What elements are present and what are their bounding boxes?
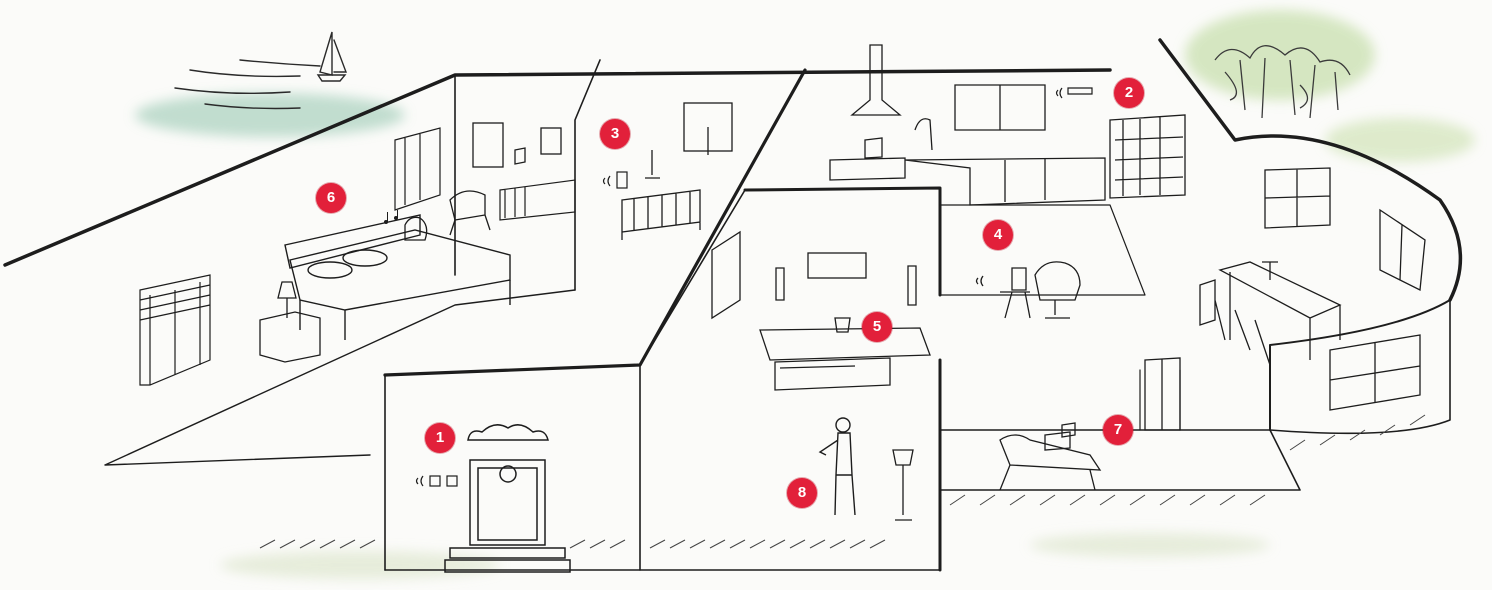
door-icon (445, 425, 570, 572)
door-sensor-icon (417, 476, 458, 486)
curved-window-icon (1265, 168, 1425, 410)
sofa-icon (760, 318, 930, 390)
smoke-detector-icon (1057, 88, 1093, 98)
marker-2[interactable]: 2 (1114, 78, 1144, 108)
lounger-icon (1000, 423, 1100, 490)
baby-monitor-icon (604, 172, 628, 188)
marker-8[interactable]: 8 (787, 478, 817, 508)
marker-1[interactable]: 1 (425, 423, 455, 453)
speaker-icon (776, 266, 1030, 318)
night-window-icon (684, 103, 732, 155)
shelf-icon (500, 180, 575, 220)
marker-5[interactable]: 5 (862, 312, 892, 342)
floor-lamp-icon (893, 450, 913, 520)
wall-frames-icon (473, 123, 561, 167)
bed-icon (285, 215, 510, 340)
range-hood-icon (830, 45, 905, 180)
armchair-icon (450, 191, 490, 235)
side-door-icon (1145, 358, 1180, 430)
bookshelf-icon (1110, 115, 1185, 198)
person-icon (820, 418, 855, 515)
crib-icon (622, 150, 700, 240)
lounge-chair-icon (1035, 262, 1080, 318)
marker-4[interactable]: 4 (983, 220, 1013, 250)
marker-7[interactable]: 7 (1103, 415, 1133, 445)
marker-3[interactable]: 3 (600, 119, 630, 149)
wall-painting-icon (712, 232, 740, 318)
marker-6[interactable]: 6 (316, 183, 346, 213)
window-shutters-icon (140, 128, 440, 385)
tv-icon (808, 253, 866, 278)
